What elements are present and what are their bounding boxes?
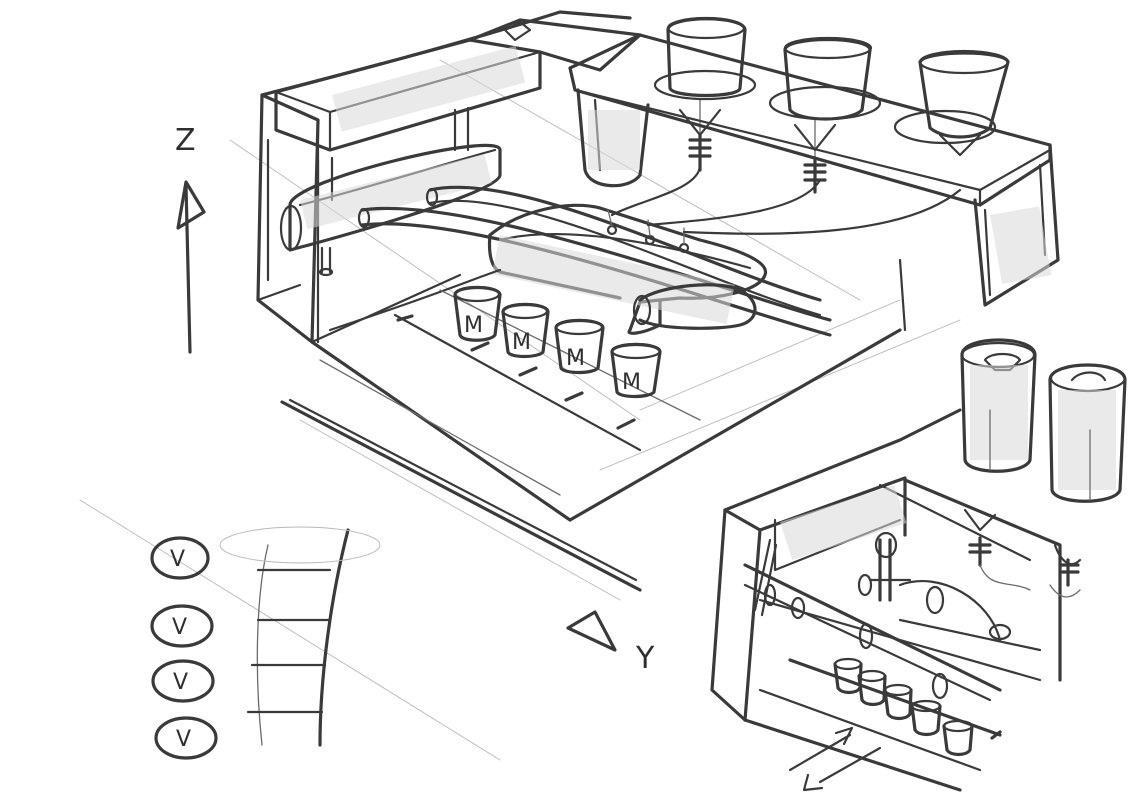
reservoir-shelf: [568, 33, 1060, 307]
reservoir-jars: [666, 16, 1010, 157]
construction-lines: [79, 59, 961, 761]
valves: [688, 133, 827, 194]
checklist-item-3: V: [151, 659, 215, 703]
hanging-cup: [576, 88, 650, 188]
cup-1: M: [453, 285, 502, 342]
mini-cup-2: [857, 669, 887, 707]
checklist-item-1: V: [150, 536, 210, 580]
cup-mark-4: M: [622, 370, 641, 395]
secondary-cups: [833, 657, 1002, 757]
main-machine: M M M M: [79, 10, 1060, 761]
check-mark-2: V: [172, 615, 187, 640]
vertical-rods: [316, 106, 470, 277]
cup-rack: [393, 289, 701, 452]
check-mark-1: V: [170, 547, 185, 572]
secondary-machine: [710, 338, 1127, 792]
cup-3: M: [554, 318, 605, 375]
y-axis: Y: [280, 398, 655, 676]
machine-base: [310, 258, 907, 522]
cup-mark-1: M: [464, 313, 483, 338]
checklist-item-2: V: [150, 604, 214, 648]
left-carriage: [279, 143, 502, 252]
checklist-item-4: V: [154, 716, 218, 760]
mini-cup-3: [883, 683, 913, 721]
secondary-rails: [743, 531, 1012, 702]
checklist: V V V V: [150, 526, 381, 760]
z-axis-label: Z: [175, 123, 196, 158]
bidirectional-arrows: [788, 726, 882, 792]
cup-mark-3: M: [566, 346, 585, 371]
top-gantry-beam: [274, 18, 642, 152]
axes: Z Y: [175, 123, 655, 676]
cup-2: M: [501, 302, 550, 359]
secondary-valves: [963, 508, 1082, 598]
check-mark-3: V: [173, 670, 188, 695]
cup-4: M: [610, 342, 662, 399]
cups: M M M M: [453, 285, 662, 399]
z-axis: Z: [175, 123, 206, 354]
mini-cup-4: [910, 699, 942, 737]
y-axis-label: Y: [635, 641, 655, 676]
mini-cup-5: [942, 719, 974, 757]
cup-mark-2: M: [512, 330, 531, 355]
mini-cup-1: [833, 657, 863, 695]
dispenser-head: [487, 203, 768, 335]
secondary-cylinders: [960, 338, 1127, 503]
feed-tubes: [610, 99, 962, 235]
check-mark-4: V: [176, 727, 191, 752]
